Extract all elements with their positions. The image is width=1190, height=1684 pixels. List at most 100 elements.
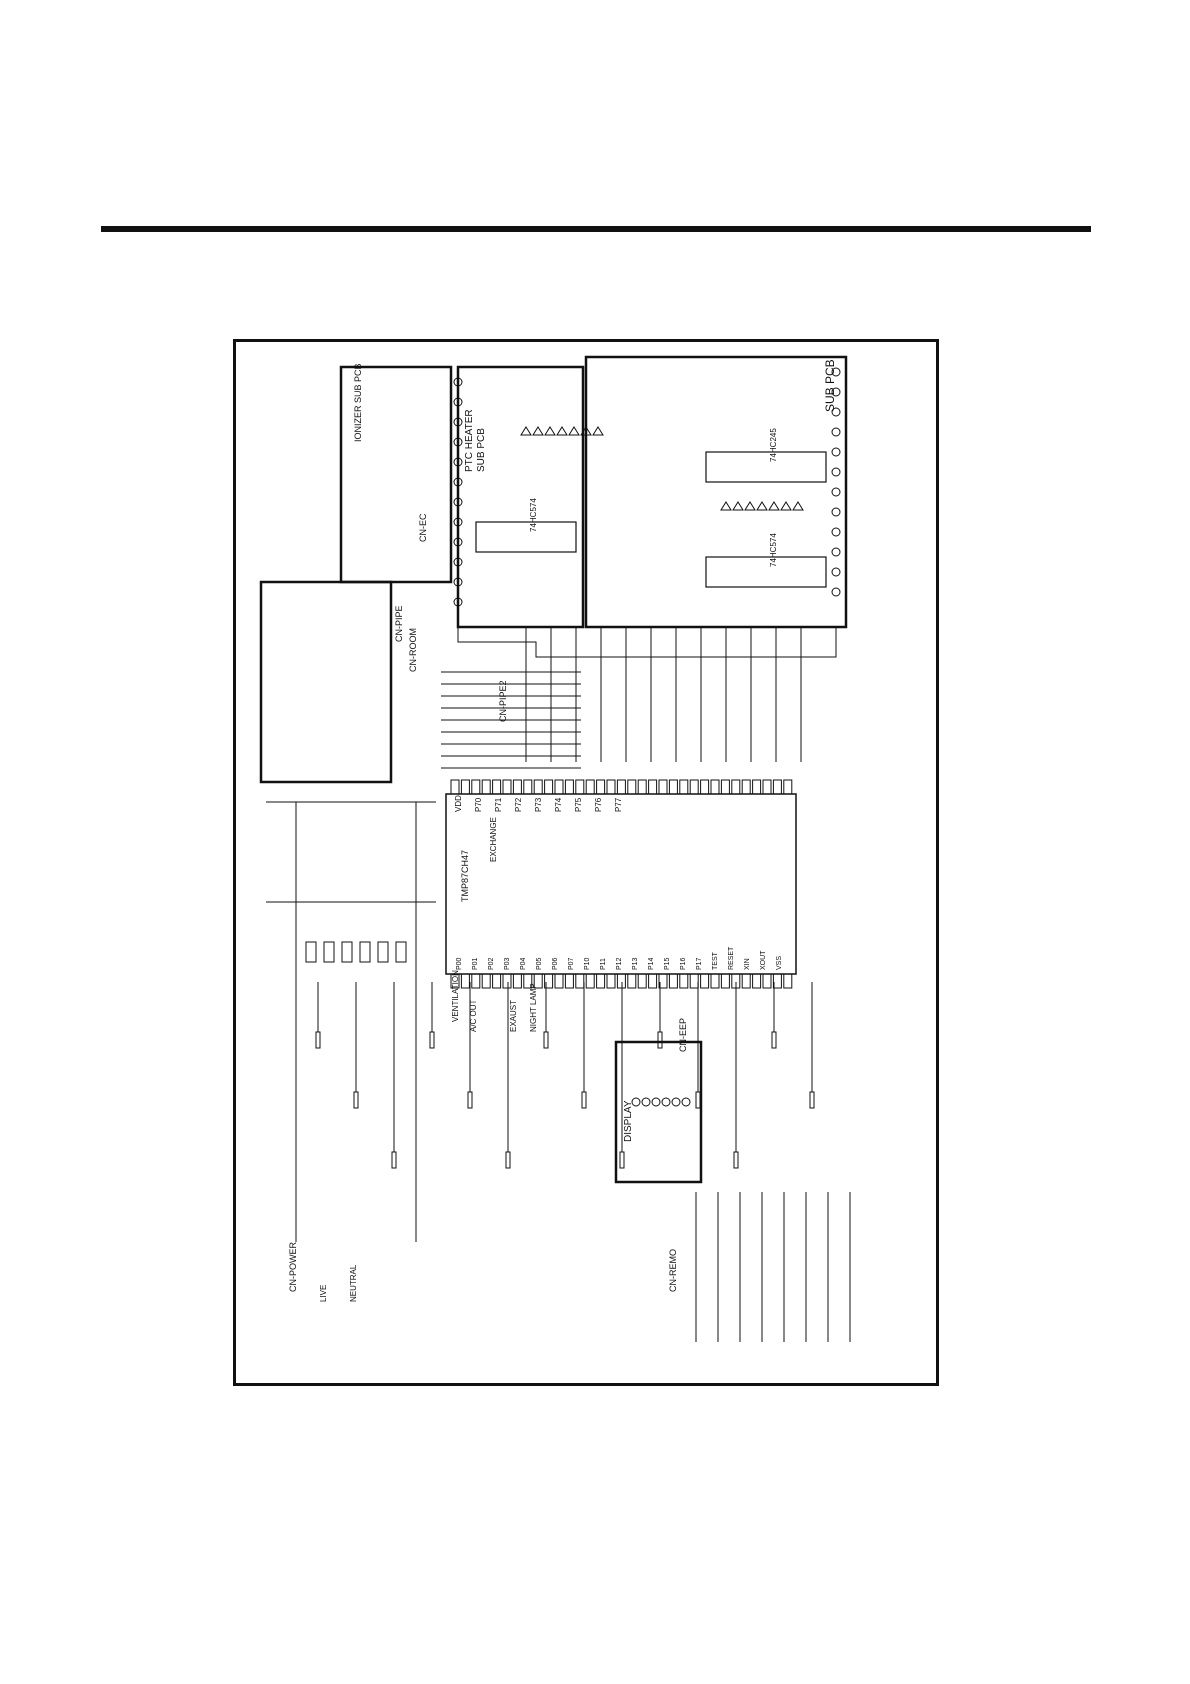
mcu-pin-bottom <box>596 973 606 989</box>
mcu-pin-label: P03 <box>504 957 511 970</box>
mcu-pin-bottom <box>460 973 470 989</box>
resistor-symbol <box>543 1031 549 1049</box>
mcu-pin-bottom <box>762 973 772 989</box>
mcu-pin-top <box>544 779 554 795</box>
mcu-pin-label: P76 <box>594 797 603 812</box>
connector-label: CN-PIPE <box>394 605 404 642</box>
mcu-pin-bottom <box>554 973 564 989</box>
mcu-pin-top <box>700 779 710 795</box>
led-symbol <box>671 1097 681 1107</box>
mcu-pin-label: P75 <box>574 797 583 812</box>
connector-pin <box>453 477 463 487</box>
ptc-heater-subtitle: SUB PCB <box>476 428 487 472</box>
capacitor-symbol <box>341 941 353 963</box>
mcu-pin-bottom <box>606 973 616 989</box>
mcu-pin-top <box>533 779 543 795</box>
diode-symbol <box>792 501 804 511</box>
mcu-pin-bottom <box>492 973 502 989</box>
mcu-pin-top <box>783 779 793 795</box>
connector-pin <box>453 577 463 587</box>
resistor-symbol <box>391 1151 397 1169</box>
resistor-symbol <box>505 1151 511 1169</box>
connector-label: CN-PIPE2 <box>498 680 508 722</box>
ic-label: 74HC245 <box>769 428 778 462</box>
function-label: EXAUST <box>509 1000 518 1032</box>
connector-pin <box>453 497 463 507</box>
diode-symbol <box>780 501 792 511</box>
ic-label: 74HC574 <box>529 498 538 532</box>
mcu-pin-top <box>752 779 762 795</box>
connector-label: CN-ROOM <box>408 628 418 672</box>
mcu-pin-label: P15 <box>664 957 671 970</box>
resistor-symbol <box>467 1091 473 1109</box>
mcu-pin-label: P74 <box>554 797 563 812</box>
resistor-symbol <box>771 1031 777 1049</box>
mcu-pin-top <box>658 779 668 795</box>
connector-label: CN-POWER <box>288 1242 298 1292</box>
data-bus-outline <box>457 627 837 658</box>
connector-pin <box>453 437 463 447</box>
ic-74hc574-ptc <box>475 521 577 553</box>
terminal-block <box>259 580 393 784</box>
mcu-pin-bottom <box>502 973 512 989</box>
diode-symbol <box>720 501 732 511</box>
mcu-pin-bottom <box>689 973 699 989</box>
diode-symbol <box>520 426 532 436</box>
mcu-pin-label: P77 <box>614 797 623 812</box>
function-label: NEUTRAL <box>349 1264 358 1302</box>
led-symbol <box>651 1097 661 1107</box>
connector-pin <box>453 377 463 387</box>
mcu-chip <box>445 793 797 975</box>
mcu-pin-bottom <box>585 973 595 989</box>
mcu-pin-label: VDD <box>454 795 463 812</box>
wire-bundle <box>266 627 851 1342</box>
diode-symbol <box>768 501 780 511</box>
mcu-pin-label: P16 <box>680 957 687 970</box>
connector-pin <box>831 367 841 377</box>
diode-symbol <box>544 426 556 436</box>
mcu-pin-top <box>585 779 595 795</box>
mcu-pin-label: TEST <box>712 951 719 970</box>
resistor-symbol <box>315 1031 321 1049</box>
diode-symbol <box>532 426 544 436</box>
mcu-pin-bottom <box>627 973 637 989</box>
mcu-pin-bottom <box>481 973 491 989</box>
mcu-pin-top <box>679 779 689 795</box>
mcu-pin-bottom <box>731 973 741 989</box>
mcu-pin-top <box>481 779 491 795</box>
mcu-pin-bottom <box>471 973 481 989</box>
mcu-pin-top <box>502 779 512 795</box>
mcu-pin-top <box>772 779 782 795</box>
diode-symbol <box>568 426 580 436</box>
mcu-pin-top <box>471 779 481 795</box>
led-symbol <box>641 1097 651 1107</box>
mcu-pin-top <box>689 779 699 795</box>
mcu-pin-top <box>512 779 522 795</box>
mcu-pin-top <box>627 779 637 795</box>
diode-symbol <box>744 501 756 511</box>
diode-symbol <box>592 426 604 436</box>
mcu-pin-bottom <box>637 973 647 989</box>
page-title-rule <box>101 226 1091 232</box>
mcu-pin-label: P02 <box>488 957 495 970</box>
mcu-pin-label: P14 <box>648 957 655 970</box>
resistor-symbol <box>733 1151 739 1169</box>
capacitor-symbol <box>323 941 335 963</box>
mcu-pin-label: P72 <box>514 797 523 812</box>
mcu-pin-top <box>720 779 730 795</box>
mcu-pin-top <box>741 779 751 795</box>
sub-pcb-block <box>584 355 848 629</box>
mcu-pin-label: P12 <box>616 957 623 970</box>
mcu-pin-label: P11 <box>600 958 607 970</box>
mcu-pin-label: XOUT <box>760 950 767 970</box>
connector-pin <box>831 427 841 437</box>
mcu-pin-top <box>648 779 658 795</box>
connector-pin <box>831 487 841 497</box>
mcu-pin-label: XIN <box>744 958 751 970</box>
mcu-pin-top <box>596 779 606 795</box>
mcu-pin-bottom <box>668 973 678 989</box>
resistor-symbol <box>809 1091 815 1109</box>
mcu-pin-bottom <box>679 973 689 989</box>
mcu-pin-bottom <box>616 973 626 989</box>
ptc-heater-block <box>456 365 585 629</box>
